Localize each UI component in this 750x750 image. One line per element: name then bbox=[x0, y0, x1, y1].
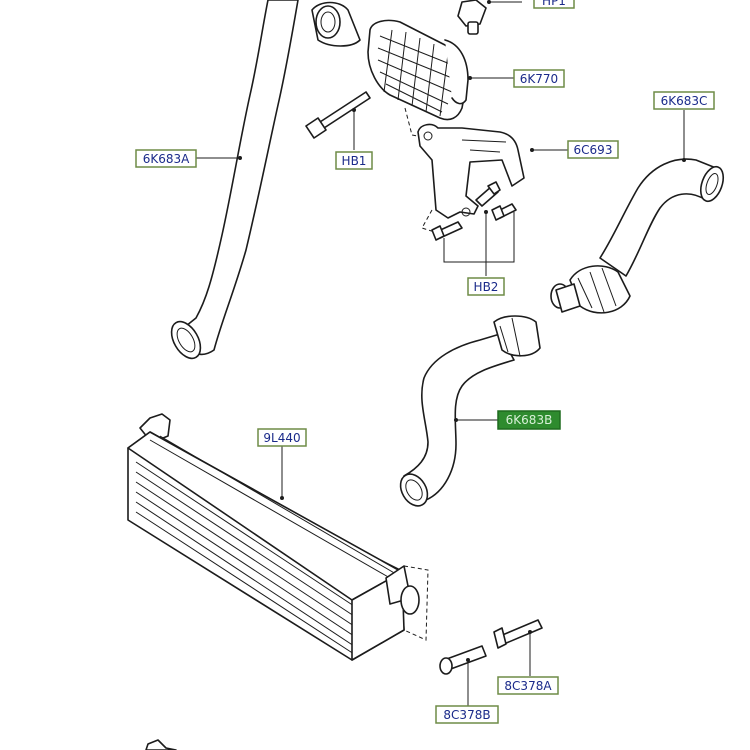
callout-hb2[interactable]: HB2 bbox=[467, 277, 505, 296]
intake-6k770 bbox=[367, 19, 469, 121]
callout-9l440-text: 9L440 bbox=[263, 431, 300, 445]
callout-6k683b[interactable]: 6K683B bbox=[497, 410, 561, 430]
partial-part-bottom bbox=[145, 739, 177, 750]
callout-6k770[interactable]: 6K770 bbox=[513, 69, 565, 88]
hose-6k683c bbox=[599, 158, 725, 277]
hose-6k683b bbox=[399, 315, 541, 507]
callout-8c378a-text: 8C378A bbox=[504, 679, 552, 693]
bolt-hb2-c bbox=[491, 203, 517, 221]
callout-hb2-text: HB2 bbox=[474, 280, 499, 294]
callout-9l440[interactable]: 9L440 bbox=[257, 428, 307, 447]
hose-6k683a bbox=[170, 0, 299, 360]
callout-8c378b[interactable]: 8C378B bbox=[435, 705, 499, 724]
callout-hp1-text: HP1 bbox=[542, 0, 566, 8]
callout-6k683c-text: 6K683C bbox=[661, 94, 708, 108]
bolt-hb2-b bbox=[431, 221, 463, 241]
callout-6k683a[interactable]: 6K683A bbox=[135, 149, 197, 168]
callout-hp1[interactable]: HP1 bbox=[533, 0, 575, 9]
callout-6k683b-text: 6K683B bbox=[506, 413, 553, 427]
bolt-hb1 bbox=[305, 91, 371, 139]
callout-hb1-text: HB1 bbox=[342, 154, 367, 168]
pin-8c378a bbox=[493, 619, 543, 649]
pin-8c378b bbox=[439, 645, 487, 675]
coupling-mid bbox=[550, 265, 631, 314]
coupling-top bbox=[311, 1, 361, 47]
callout-6c693-text: 6C693 bbox=[574, 143, 613, 157]
sensor-hp1 bbox=[457, 0, 487, 35]
callout-6k770-text: 6K770 bbox=[520, 72, 558, 86]
intercooler-9l440 bbox=[127, 413, 429, 661]
bolt-hb2-a bbox=[475, 181, 501, 207]
callout-6c693[interactable]: 6C693 bbox=[567, 140, 619, 159]
callout-6k683c[interactable]: 6K683C bbox=[653, 91, 715, 110]
callout-8c378a[interactable]: 8C378A bbox=[497, 676, 559, 695]
callout-6k683a-text: 6K683A bbox=[143, 152, 190, 166]
callout-8c378b-text: 8C378B bbox=[443, 708, 490, 722]
leader-lines bbox=[196, 0, 686, 706]
bracket-6c693 bbox=[417, 123, 525, 219]
callout-hb1[interactable]: HB1 bbox=[335, 151, 373, 170]
